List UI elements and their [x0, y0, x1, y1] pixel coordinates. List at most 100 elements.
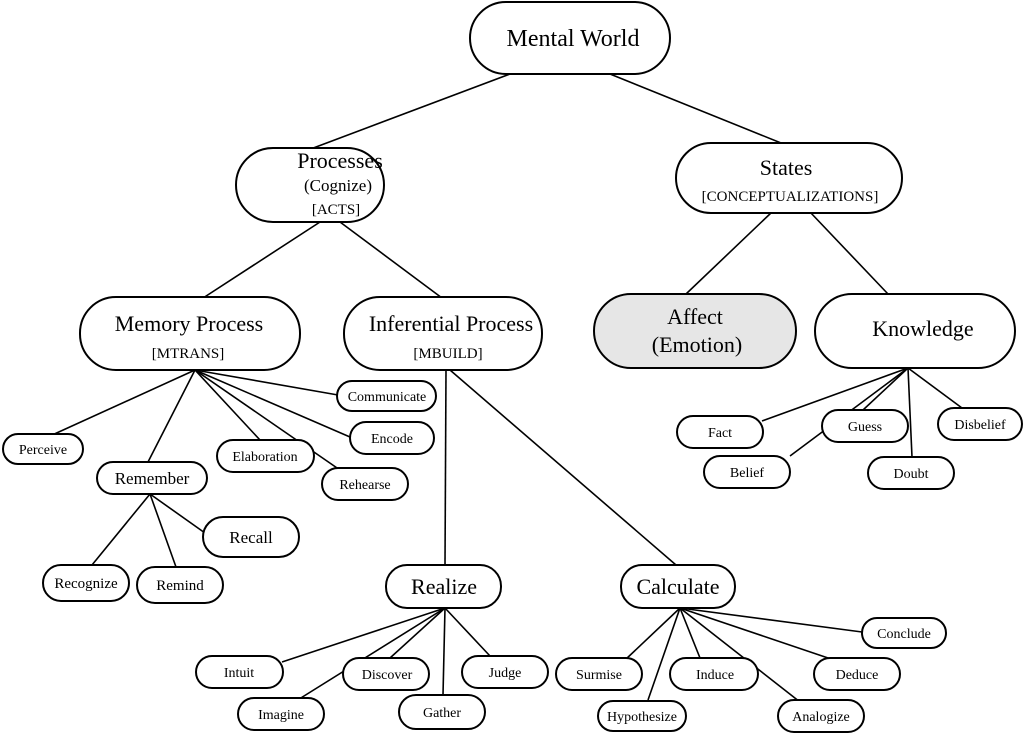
node-belief: Belief — [703, 455, 791, 489]
edge-inferential-calculate — [449, 369, 677, 566]
node-processes: Processes (Cognize) [ACTS] — [235, 147, 385, 223]
node-analogize: Analogize — [777, 699, 865, 733]
node-label: Surmise — [576, 668, 622, 683]
node-label: Intuit — [224, 666, 254, 681]
edge-knowledge-doubt — [907, 367, 913, 458]
node-recall: Recall — [202, 516, 300, 558]
node-label: Hypothesize — [607, 710, 677, 725]
node-hypothesize: Hypothesize — [597, 700, 687, 732]
node-realize: Realize — [385, 564, 502, 609]
node-label: Communicate — [348, 390, 427, 405]
node-fact: Fact — [676, 415, 764, 449]
edge-realize-gather — [442, 607, 446, 696]
node-knowledge: Knowledge — [814, 293, 1016, 369]
edge-memory-elaboration — [194, 369, 261, 441]
node-sublabel: [CONCEPTUALIZATIONS] — [702, 189, 879, 205]
node-communicate: Communicate — [336, 380, 437, 412]
edge-realize-judge — [444, 607, 491, 657]
edges — [49, 73, 963, 703]
node-label: Gather — [423, 706, 461, 721]
edge-remember-remind — [149, 493, 177, 568]
edge-remember-recognize — [91, 493, 151, 566]
node-sublabel: (Cognize) — [304, 176, 372, 195]
node-perceive: Perceive — [2, 433, 84, 465]
node-surmise: Surmise — [555, 657, 643, 691]
edge-states-affect — [685, 211, 773, 295]
node-label: Imagine — [258, 708, 304, 723]
edge-memory-communicate — [194, 369, 339, 396]
node-label: Fact — [708, 426, 732, 441]
edge-calculate-induce — [679, 607, 701, 659]
node-label: Judge — [489, 666, 522, 681]
node-label: States — [760, 155, 813, 180]
edge-mental-world-states — [609, 73, 787, 146]
edge-processes-memory — [199, 221, 321, 301]
node-label: Processes — [297, 148, 383, 173]
edge-mental-world-processes — [307, 73, 511, 151]
node-label: Encode — [371, 432, 413, 447]
node-label: Knowledge — [872, 316, 973, 341]
edge-calculate-analogize — [679, 607, 801, 703]
node-calculate: Calculate — [620, 564, 736, 609]
node-guess: Guess — [821, 409, 909, 443]
node-label: Elaboration — [232, 450, 297, 465]
node-affect: Affect (Emotion) — [593, 293, 797, 369]
node-recognize: Recognize — [42, 564, 130, 602]
node-label: Memory Process — [115, 311, 263, 336]
node-memory-process: Memory Process [MTRANS] — [79, 296, 301, 371]
edge-realize-intuit — [281, 607, 446, 663]
edge-memory-remember — [147, 369, 196, 463]
node-states: States [CONCEPTUALIZATIONS] — [675, 142, 903, 214]
node-inferential-process: Inferential Process [MBUILD] — [343, 296, 543, 371]
edge-realize-imagine — [295, 607, 446, 702]
node-deduce: Deduce — [813, 657, 901, 691]
node-intuit: Intuit — [195, 655, 284, 689]
node-label: Analogize — [792, 710, 850, 725]
node-label: Affect — [667, 304, 723, 329]
node-label: Rehearse — [339, 478, 390, 493]
edge-memory-encode — [194, 369, 351, 438]
node-label: Calculate — [636, 574, 719, 599]
edge-realize-discover — [389, 607, 446, 659]
node-label: Remind — [156, 578, 204, 594]
node-doubt: Doubt — [867, 456, 955, 490]
edge-processes-inferential — [339, 221, 443, 299]
node-label: Conclude — [877, 627, 931, 642]
node-label: Recall — [229, 528, 273, 547]
node-label: Doubt — [894, 467, 929, 482]
edge-knowledge-guess — [862, 367, 909, 411]
node-sublabel: (Emotion) — [652, 332, 742, 357]
node-label: Perceive — [19, 443, 67, 458]
node-sublabel: [ACTS] — [312, 202, 360, 218]
node-sublabel: [MTRANS] — [152, 346, 225, 362]
node-label: Realize — [411, 574, 477, 599]
edge-inferential-realize — [444, 369, 447, 566]
node-label: Induce — [696, 668, 734, 683]
node-judge: Judge — [461, 655, 549, 689]
node-elaboration: Elaboration — [216, 439, 315, 473]
node-label: Guess — [848, 420, 882, 435]
node-label: Mental World — [507, 26, 640, 52]
node-label: Disbelief — [954, 418, 1006, 433]
node-gather: Gather — [398, 694, 486, 730]
edge-calculate-hypothesize — [647, 607, 681, 701]
node-label: Discover — [362, 668, 413, 683]
node-label: Inferential Process — [369, 311, 533, 336]
node-label: Belief — [730, 466, 765, 481]
node-label: Remember — [115, 469, 190, 488]
edge-memory-rehearse — [194, 369, 341, 471]
node-remember: Remember — [96, 461, 208, 495]
edge-knowledge-disbelief — [907, 367, 963, 409]
node-conclude: Conclude — [861, 617, 947, 649]
edge-states-knowledge — [809, 211, 889, 295]
node-label: Deduce — [836, 668, 879, 683]
node-imagine: Imagine — [237, 697, 325, 731]
edge-remember-recall — [149, 493, 206, 534]
edge-memory-perceive — [49, 369, 196, 437]
edge-calculate-surmise — [624, 607, 681, 661]
edge-knowledge-fact — [761, 367, 909, 422]
edge-calculate-deduce — [679, 607, 835, 661]
edge-calculate-conclude — [679, 607, 863, 633]
node-induce: Induce — [669, 657, 759, 691]
